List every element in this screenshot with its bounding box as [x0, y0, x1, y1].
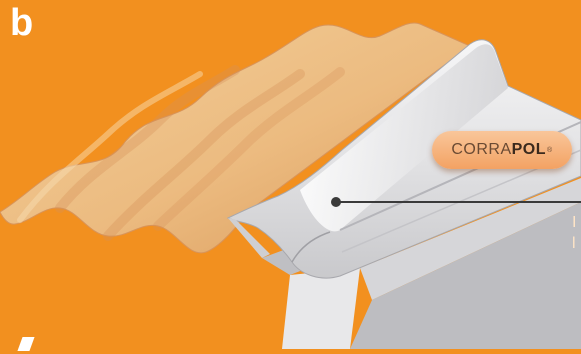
callout-dot — [331, 197, 341, 207]
brand-name-bold: POL — [512, 141, 546, 159]
brand-name-light: CORRA — [451, 141, 511, 159]
callout-caption: I l — [572, 212, 576, 254]
callout-line-2: l — [572, 235, 576, 252]
registered-mark: ® — [547, 147, 553, 154]
callout-line-1: I — [572, 214, 576, 231]
section-label: b — [10, 2, 33, 45]
